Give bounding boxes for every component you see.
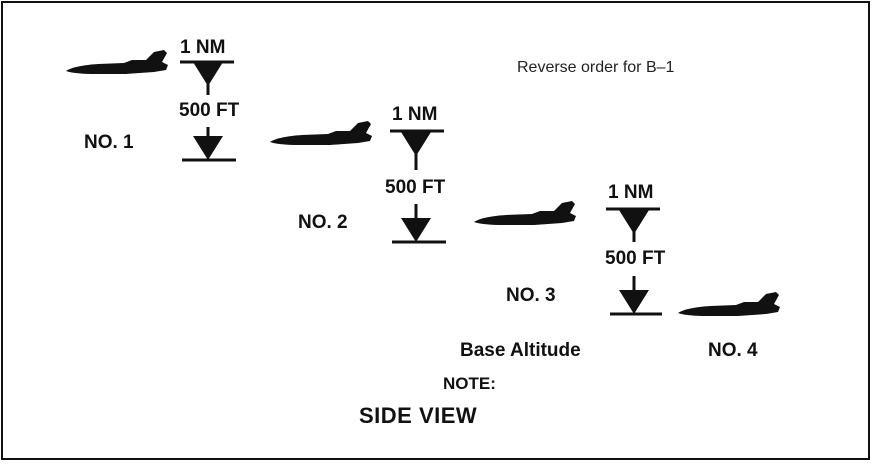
view-title: SIDE VIEW [359,403,478,428]
separation-2-distance-label: 1 NM [392,104,438,125]
aircraft-1-jet-icon [66,50,168,74]
separation-2-marker [390,129,446,244]
aircraft-2-label: NO. 2 [298,212,348,233]
separation-1-marker [180,60,236,162]
separation-1-altitude-label: 500 FT [178,100,241,121]
separation-2-altitude-label: 500 FT [384,177,447,198]
note-label: NOTE: [443,374,496,393]
aircraft-3-label: NO. 3 [506,285,556,306]
aircraft-3-jet-icon [474,201,576,225]
separation-1-distance-label: 1 NM [180,37,226,58]
separation-3-marker [606,207,662,316]
base-altitude-label: Base Altitude [460,340,581,361]
aircraft-1-label: NO. 1 [84,132,134,153]
separation-3-altitude-label: 500 FT [604,248,667,269]
aircraft-4-jet-icon [678,292,780,316]
aircraft-4-label: NO. 4 [708,340,758,361]
separation-3-distance-label: 1 NM [608,182,654,203]
aircraft-2-jet-icon [270,121,372,145]
reverse-order-note: Reverse order for B–1 [517,59,675,76]
